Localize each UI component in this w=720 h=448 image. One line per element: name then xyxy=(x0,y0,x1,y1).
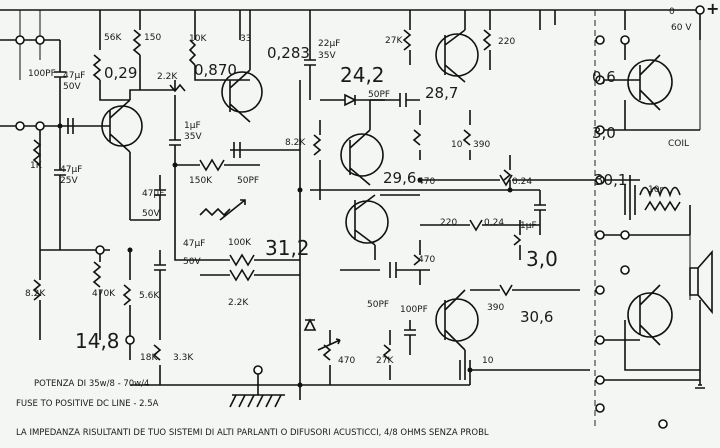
transistor-q8 xyxy=(627,292,673,338)
voltage-label: 0,6 xyxy=(592,68,616,86)
cap-label: 100PF xyxy=(28,69,56,79)
voltage-label: 30,6 xyxy=(520,308,553,326)
resistor-label: 27K xyxy=(385,36,403,46)
resistor-label: 3.3K xyxy=(173,353,194,363)
cap-label: 35V xyxy=(184,132,202,142)
ground-terminal-label: 0 xyxy=(669,7,675,17)
resistor-label: 8.2K xyxy=(285,138,306,148)
circuit-wiring xyxy=(0,5,713,430)
impedance-note: LA IMPEDANZA RISULTANTI DE TUO SISTEMI D… xyxy=(16,428,489,438)
transistor-q2 xyxy=(221,71,263,113)
resistor-label: 220 xyxy=(498,37,515,47)
voltage-label: 29,6 xyxy=(383,169,416,187)
cap-label: 25V xyxy=(60,176,78,186)
resistor-label: 2.2K xyxy=(157,72,178,82)
resistor-label: 220 xyxy=(440,218,457,228)
resistor-label: 0.24 xyxy=(484,218,504,228)
voltage-label: 3,0 xyxy=(592,124,616,142)
voltage-label: 30,1 xyxy=(594,171,627,189)
resistor-label: 0.24 xyxy=(512,177,532,187)
resistor-label: 100K xyxy=(228,238,252,248)
voltage-label: 14,8 xyxy=(75,329,120,353)
cap-label: 50V xyxy=(183,257,201,267)
resistor-label: 18K xyxy=(140,353,158,363)
cap-label: 50V xyxy=(142,209,160,219)
cap-label: 47µF xyxy=(142,189,164,199)
transistor-q5 xyxy=(435,33,479,77)
supply-voltage-label: 60 V xyxy=(671,23,692,33)
resistor-label: 390 xyxy=(473,140,490,150)
transistor-q7 xyxy=(627,59,673,105)
resistor-label: 10r xyxy=(648,185,663,195)
transistor-q3 xyxy=(340,133,384,177)
resistor-label: 10 xyxy=(451,140,463,150)
voltage-label: 3,0 xyxy=(526,247,558,271)
voltage-label: 28,7 xyxy=(425,84,458,102)
resistor-label: 56K xyxy=(104,33,122,43)
voltage-label: 24,2 xyxy=(340,63,385,87)
transistor-q4 xyxy=(345,200,389,244)
cap-label: 35V xyxy=(318,51,336,61)
voltage-label: 31,2 xyxy=(265,236,310,260)
resistor-label: 10 xyxy=(482,356,494,366)
cap-label: 50PF xyxy=(368,90,390,100)
resistor-label: 2.2K xyxy=(228,298,249,308)
resistor-label: 33 xyxy=(240,34,251,44)
resistor-label: 390 xyxy=(487,303,504,313)
cap-label: 100PF xyxy=(400,305,428,315)
transistor-q6 xyxy=(435,298,479,342)
resistor-label: 470 xyxy=(338,356,355,366)
resistor-label: 27K xyxy=(376,356,394,366)
cap-label: 47µF xyxy=(63,71,85,81)
resistor-label: 150K xyxy=(189,176,213,186)
resistor-label: 150 xyxy=(144,33,161,43)
resistor-label: 470 xyxy=(418,177,435,187)
cap-label: 1µF xyxy=(184,121,201,131)
voltage-label: 0,29 xyxy=(104,64,137,82)
cap-label: 50PF xyxy=(367,300,389,310)
power-note: POTENZA DI 35w/8 - 70w/4 xyxy=(34,379,149,389)
capacitor-labels: 100PF 47µF 50V 47µF 25V 1µF 35V 47µF 50V… xyxy=(28,39,537,315)
cap-label: 1µF xyxy=(520,221,537,231)
resistor-label: 8.2K xyxy=(25,289,46,299)
voltage-annotations: 0,29 0,870 0,283 24,2 28,7 0,6 3,0 29,6 … xyxy=(75,44,627,353)
resistor-label: 470 xyxy=(418,255,435,265)
transistors xyxy=(101,33,673,342)
cap-label: 22µF xyxy=(318,39,340,49)
resistor-labels: 1K 56K 150 8.2K 470K 10K 2.2K 150K 5.6K … xyxy=(25,33,663,366)
resistor-label: 1K xyxy=(30,161,43,171)
resistor-label: 5.6K xyxy=(139,291,160,301)
fuse-note: FUSE TO POSITIVE DC LINE - 2.5A xyxy=(16,399,159,409)
voltage-label: 0,870 xyxy=(194,61,237,79)
voltage-label: 0,283 xyxy=(267,44,310,62)
resistor-label: 470K xyxy=(92,289,116,299)
resistor-label: 10K xyxy=(189,34,207,44)
transistor-q1 xyxy=(101,105,143,147)
cap-label: 47µF xyxy=(60,165,82,175)
positive-terminal-label: + xyxy=(706,0,719,18)
cap-label: 47µF xyxy=(183,239,205,249)
cap-label: 50PF xyxy=(237,176,259,186)
cap-label: 50V xyxy=(63,82,81,92)
coil-label: COIL xyxy=(668,139,689,149)
